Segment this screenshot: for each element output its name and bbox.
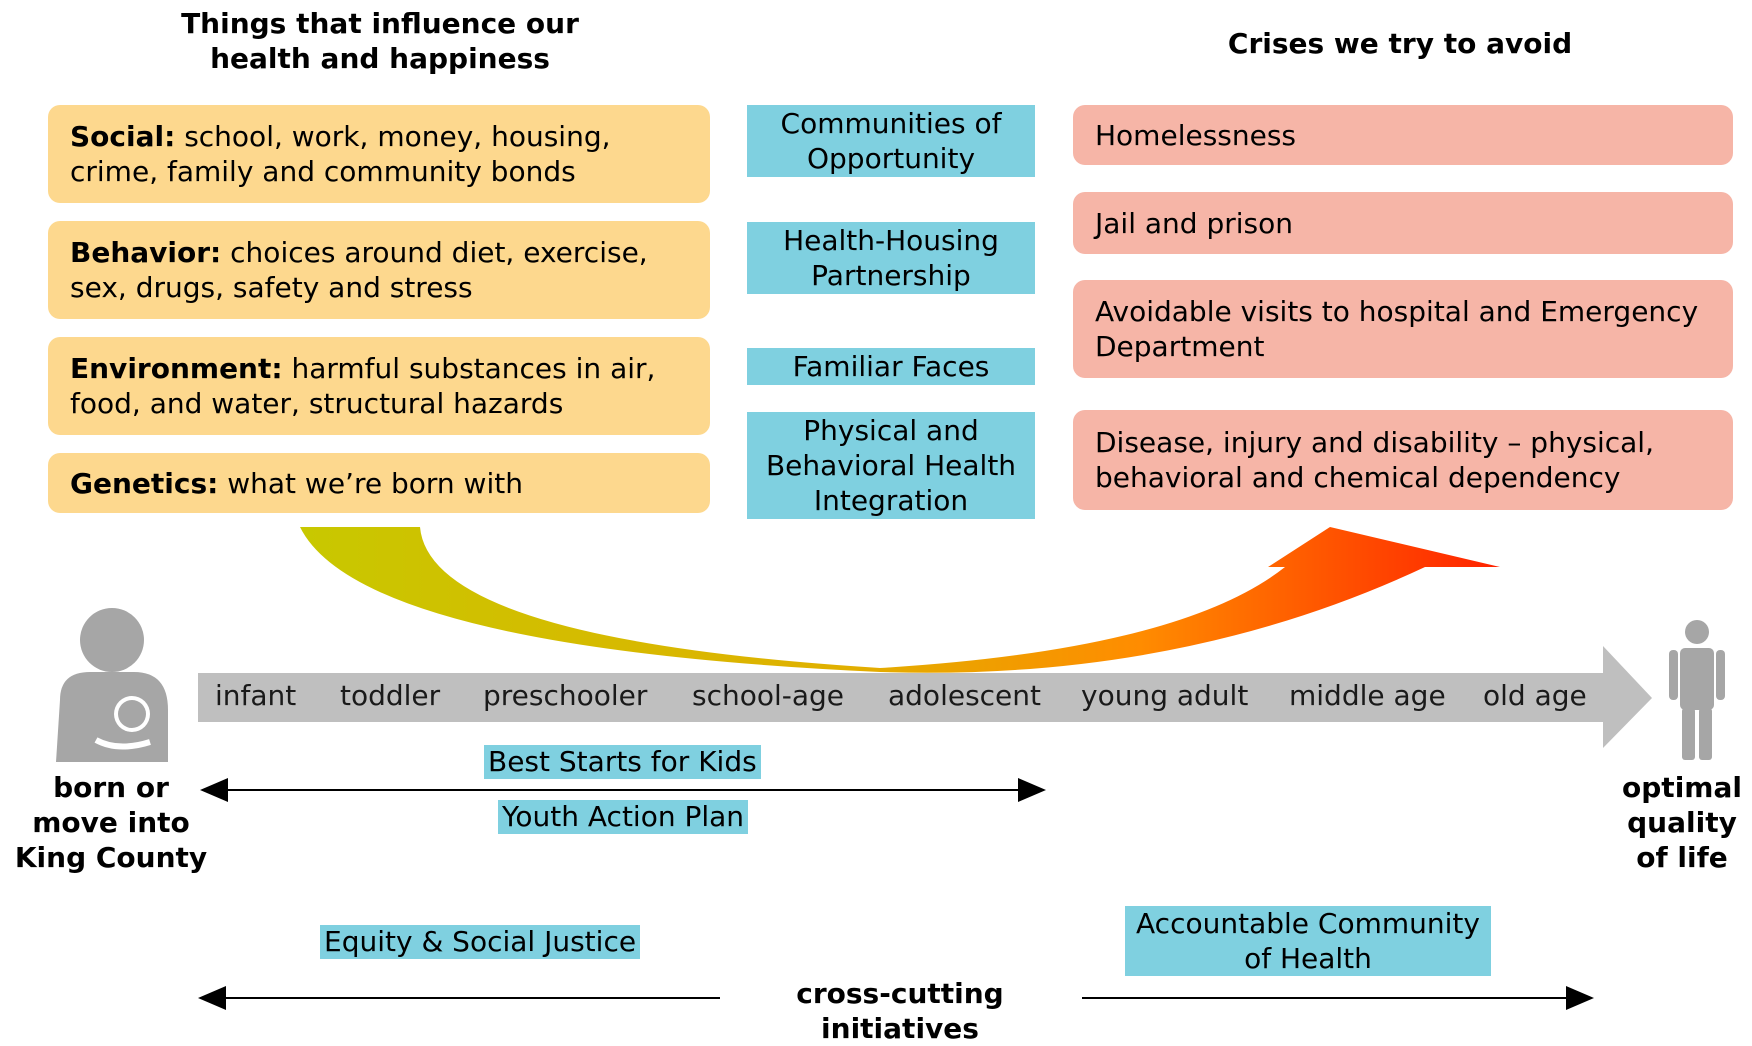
influences-heading: Things that influence our health and hap… [181, 7, 579, 75]
life-stage-label: old age [1483, 679, 1587, 712]
influence-text: harmful substances in air, food, and wat… [70, 352, 656, 420]
influence-text: what we’re born with [218, 466, 523, 500]
life-timeline-arrow [198, 646, 1652, 748]
initiative-health-housing-partnership: Health-Housing Partnership [747, 222, 1035, 294]
cross-cutting-left-arrow [198, 986, 720, 1010]
influence-to-crisis-curve [300, 527, 1500, 673]
start-label: born or move into King County [14, 771, 208, 874]
initiative-accountable-community-of-health: Accountable Community of Health [1125, 906, 1491, 976]
cross-cutting-label: cross-cutting initiatives [796, 977, 1004, 1045]
crises-heading: Crises we try to avoid [1227, 27, 1573, 60]
influence-text: school, work, money, housing, crime, fam… [70, 120, 611, 188]
influence-label: Behavior: [70, 236, 222, 269]
influence-label: Environment: [70, 352, 283, 385]
initiative-familiar-faces: Familiar Faces [747, 348, 1035, 385]
initiative-best-starts-for-kids: Best Starts for Kids [484, 745, 761, 779]
influence-environment: Environment: harmful substances in air, … [48, 337, 710, 435]
life-stage-label: infant [215, 679, 297, 712]
initiative-youth-action-plan: Youth Action Plan [498, 800, 749, 834]
cross-cutting-right-arrow [1082, 986, 1594, 1010]
influence-label: Genetics: [70, 466, 219, 500]
influence-label: Social: [70, 120, 176, 153]
life-stage-label: adolescent [888, 679, 1042, 712]
end-label: optimal quality of life [1622, 771, 1742, 874]
life-stage-label: school-age [692, 679, 845, 712]
life-stage-label: preschooler [483, 679, 648, 712]
influence-text: choices around diet, exercise, sex, drug… [70, 236, 648, 304]
initiative-physical-behavioral-health: Physical and Behavioral Health Integrati… [747, 412, 1035, 519]
crisis-jail-and-prison: Jail and prison [1073, 192, 1733, 254]
initiative-equity-social-justice: Equity & Social Justice [320, 925, 641, 959]
crisis-avoidable-visits: Avoidable visits to hospital and Emergen… [1073, 280, 1733, 378]
influence-social: Social: school, work, money, housing, cr… [48, 105, 710, 203]
influence-behavior: Behavior: choices around diet, exercise,… [48, 221, 710, 319]
youth-span-arrow [200, 778, 1046, 802]
crisis-disease-injury-disability: Disease, injury and disability – physica… [1073, 410, 1733, 510]
crisis-homelessness: Homelessness [1073, 105, 1733, 165]
life-stage-label: middle age [1289, 679, 1446, 712]
life-stage-label: young adult [1081, 679, 1249, 712]
influence-genetics: Genetics: what we’re born with [48, 453, 710, 513]
parent-with-baby-icon [56, 608, 168, 762]
person-standing-icon [1669, 620, 1725, 760]
life-stage-label: toddler [340, 679, 441, 712]
initiative-communities-of-opportunity: Communities of Opportunity [747, 105, 1035, 177]
